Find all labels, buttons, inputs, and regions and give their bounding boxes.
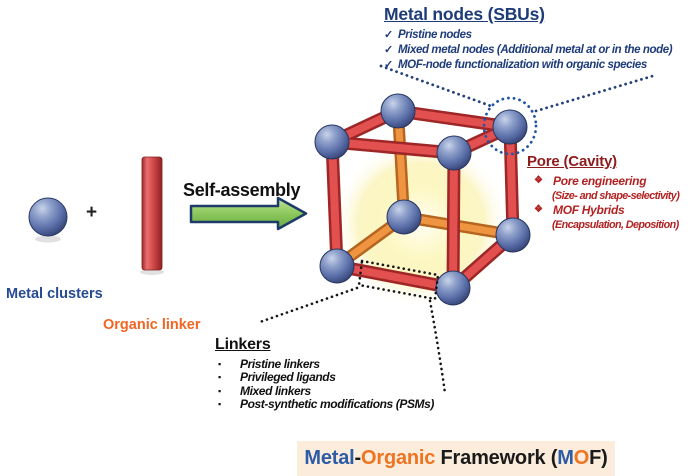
pore-heading: Pore (Cavity) <box>527 153 617 170</box>
linkers-item: ▪ Post-synthetic modifications (PSMs) <box>215 397 435 412</box>
self-assembly-label: Self-assembly <box>183 180 301 200</box>
cube-node-top-left <box>314 124 350 160</box>
linkers-item: ▪ Mixed linkers <box>215 383 434 398</box>
organic-linker-rod <box>141 156 163 271</box>
pore-item-text: MOF Hybrids <box>553 203 625 217</box>
pore-item: ❖ Pore engineering <box>527 174 700 189</box>
metal-nodes-item-text: Mixed metal nodes (Additional metal at o… <box>398 44 673 56</box>
square-bullet-icon: ▪ <box>218 399 221 410</box>
pore-item-subtext: (Encapsulation, Deposition) <box>552 218 679 231</box>
square-bullet-icon: ▪ <box>218 372 221 383</box>
cube-node-bottom-front <box>435 270 471 306</box>
pore-item-subtext: (Size- and shape-selectivity) <box>552 189 680 202</box>
square-bullet-icon: ▪ <box>218 385 221 396</box>
linkers-item-text: Post-synthetic modifications (PSMs) <box>240 397 435 412</box>
metal-nodes-connector-right <box>534 73 658 113</box>
metal-nodes-callout: Metal nodes (SBUs) ✓ Pristine nodes ✓ Mi… <box>384 4 673 73</box>
check-icon: ✓ <box>384 29 394 41</box>
linkers-item: ▪ Privileged ligands <box>215 370 434 385</box>
plus-sign: + <box>86 202 98 223</box>
metal-nodes-item-text: Pristine nodes <box>398 29 472 41</box>
metal-cluster-shadow <box>35 235 61 243</box>
cube-node-top-back <box>380 93 416 129</box>
pore-item-text: Pore engineering <box>553 174 647 188</box>
pore-callout: Pore (Cavity) ❖ Pore engineering (Size- … <box>527 153 700 232</box>
check-icon: ✓ <box>384 44 394 56</box>
title-segment: F) <box>589 447 608 469</box>
linkers-item-text: Pristine linkers <box>240 357 320 371</box>
cube-node-top-front <box>436 135 472 171</box>
title-segment: O <box>573 447 590 469</box>
metal-cluster-sphere <box>28 197 68 237</box>
diamond-bullet-icon: ❖ <box>534 175 543 186</box>
linkers-connector-left <box>258 286 359 324</box>
linkers-item-text: Mixed linkers <box>240 383 311 398</box>
metal-clusters-label: Metal clusters <box>6 286 103 302</box>
metal-nodes-heading: Metal nodes (SBUs) <box>384 4 545 24</box>
pore-item: ❖ MOF Hybrids <box>527 203 700 218</box>
cube-node-bottom-right <box>495 217 531 253</box>
cube-node-inner <box>386 199 422 235</box>
metal-nodes-item: ✓ Pristine nodes <box>384 28 672 43</box>
organic-linker-shadow <box>140 269 164 275</box>
node-highlight-circle <box>482 96 538 156</box>
square-bullet-icon: ▪ <box>218 359 221 369</box>
cube-node-bottom-left <box>319 248 355 284</box>
linker-highlight-outline <box>357 259 440 301</box>
metal-nodes-item: ✓ Mixed metal nodes (Additional metal at… <box>384 43 673 58</box>
title-segment: Organic <box>361 447 436 469</box>
cube-node-spheres <box>314 93 531 306</box>
linkers-heading: Linkers <box>215 336 271 353</box>
metal-nodes-item-text: MOF-node functionalization with organic … <box>398 59 647 71</box>
linkers-connector-right <box>428 299 447 395</box>
organic-linker-label: Organic linker <box>103 317 201 333</box>
title-segment: Metal <box>304 447 355 469</box>
self-assembly-arrow <box>189 196 308 231</box>
check-icon: ✓ <box>384 59 394 71</box>
title-segment: Framework ( <box>435 447 558 469</box>
title-segment: - <box>354 447 362 469</box>
title-segment: M <box>557 447 574 469</box>
metal-nodes-item: ✓ MOF-node functionalization with organi… <box>384 58 672 73</box>
linkers-item: ▪ Pristine linkers <box>215 357 434 371</box>
diamond-bullet-icon: ❖ <box>534 204 543 215</box>
linkers-item-text: Privileged ligands <box>240 370 336 385</box>
cube-node-top-right <box>492 109 528 145</box>
linkers-callout: Linkers ▪ Pristine linkers ▪ Privileged … <box>215 336 434 412</box>
